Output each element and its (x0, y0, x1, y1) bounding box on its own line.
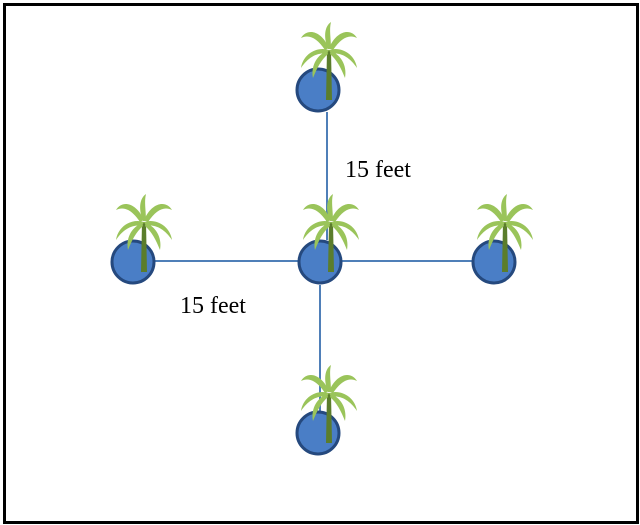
plant-circle-center (297, 239, 343, 285)
horizontal-distance-label: 15 feet (180, 293, 246, 319)
vertical-distance-label: 15 feet (345, 157, 411, 183)
plant-circle-top (295, 67, 341, 113)
plant-circle-right (471, 239, 517, 285)
plant-circle-left (110, 239, 156, 285)
plant-circle-bottom (295, 410, 341, 456)
